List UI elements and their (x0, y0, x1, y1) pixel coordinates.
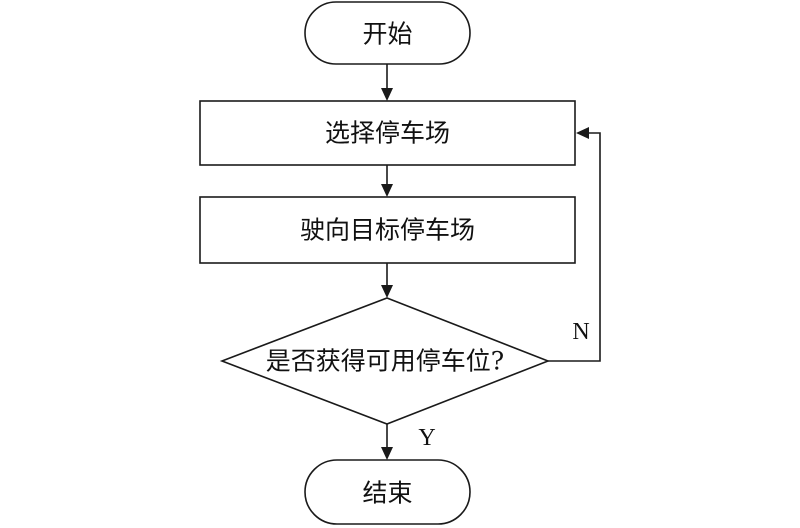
arrow-head-decision-to-end (381, 447, 393, 460)
decision-label: 是否获得可用停车位? (266, 347, 504, 376)
yes-branch-label: Y (418, 425, 435, 451)
arrow-head-select-to-drive (381, 184, 393, 197)
step-drive-to-parking-label: 驶向目标停车场 (300, 216, 475, 245)
no-branch-label: N (572, 319, 589, 345)
step-select-parking-box (199, 100, 576, 166)
arrow-head-start-to-select (381, 88, 393, 101)
start-label: 开始 (362, 20, 412, 49)
step-select-parking-label: 选择停车场 (325, 119, 450, 148)
arrow-head-drive-to-decision (381, 285, 393, 298)
end-terminal (304, 459, 471, 525)
arrow-head-no-branch (576, 127, 589, 139)
no-branch-loop-line (548, 132, 601, 362)
end-label: 结束 (362, 479, 412, 508)
